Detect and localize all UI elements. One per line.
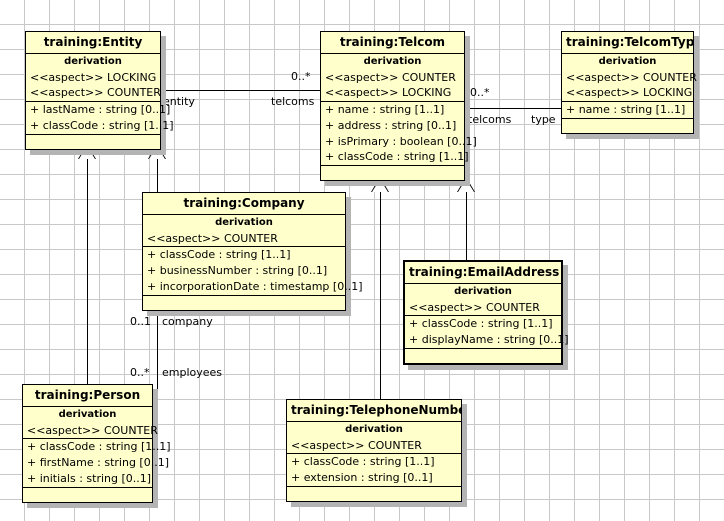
class-derivation-telcomtype: derivation [598,56,657,67]
class-operations-telcom [321,166,464,180]
class-attribute-person-1: + firstName : string [0..1] [27,456,170,469]
class-name-telephonenumber: training:TelephoneNumber [287,400,461,422]
uml-class-entity[interactable]: training:Entity derivation <<aspect>> LO… [25,31,174,150]
class-operations-telephonenumber [287,487,461,501]
class-operations-emailaddress [405,349,561,363]
uml-class-telcomtype[interactable]: training:TelcomType derivation <<aspect>… [561,31,697,134]
class-attribute-telephonenumber-1: + extension : string [0..1] [287,470,461,487]
association-label-type-role: type [531,113,556,126]
association-line-entity-telcom[interactable] [161,90,320,91]
class-name-telcomtype: training:TelcomType [562,32,693,54]
class-attribute-telcom-1: + address : string [0..1] [325,118,457,132]
association-label-company-role: company [162,315,213,328]
class-attribute-telcom-3: + classCode : string [1..1] [321,149,469,166]
association-multiplicity-telcom: 0..* [291,70,311,83]
class-name-entity: training:Entity [26,32,160,54]
association-line-telcom-telcomtype[interactable] [465,108,561,109]
class-aspect-telcomtype-1: <<aspect>> LOCKING [562,85,693,102]
class-attribute-entity-1: + classCode : string [1..1] [26,118,174,135]
class-aspect-person-0: <<aspect>> COUNTER [23,423,158,440]
class-aspect-telcom-1: <<aspect>> LOCKING [321,85,464,102]
class-name-emailaddress: training:EmailAddress [405,262,561,284]
association-multiplicity-employees: 0..* [130,366,150,379]
class-operations-entity [26,135,160,149]
association-label-entity-role: entity [163,95,195,108]
class-attribute-company-0: + classCode : string [1..1] [147,248,291,262]
class-aspect-telcomtype-0: <<aspect>> COUNTER [566,70,697,84]
association-multiplicity-telcomtype: 0..* [470,86,490,99]
uml-class-telephonenumber[interactable]: training:TelephoneNumber derivation <<as… [286,399,462,502]
class-attribute-telcom-2: + isPrimary : boolean [0..1] [325,134,477,148]
class-derivation-company: derivation [215,217,273,228]
class-attribute-emailaddress-0: + classCode : string [1..1] [409,317,553,331]
generalization-line-company-entity[interactable] [157,158,158,194]
class-derivation-telephonenumber: derivation [345,424,403,435]
uml-class-person[interactable]: training:Person derivation <<aspect>> CO… [22,384,171,503]
class-aspect-entity-1: <<aspect>> COUNTER [26,85,161,102]
class-attribute-person-0: + classCode : string [1..1] [27,440,171,454]
class-operations-telcomtype [562,119,693,133]
class-aspect-telcom-0: <<aspect>> COUNTER [325,70,456,84]
generalization-line-telephonenumber-telcom[interactable] [380,191,381,401]
class-name-telcom: training:Telcom [321,32,464,54]
class-attribute-company-1: + businessNumber : string [0..1] [147,264,328,277]
association-label-telcoms-role-right: telcoms [468,113,512,126]
class-derivation-person: derivation [58,409,117,420]
class-aspect-telephonenumber-0: <<aspect>> COUNTER [287,438,461,455]
class-operations-person [23,488,152,502]
association-label-employees-role: employees [162,366,223,379]
generalization-line-emailaddress-telcom[interactable] [466,191,467,262]
class-attribute-person-2: + initials : string [0..1] [23,471,152,488]
uml-class-company[interactable]: training:Company derivation <<aspect>> C… [142,192,362,311]
generalization-arrow-fill-emailaddress-telcom [458,179,474,192]
class-aspect-entity-0: <<aspect>> LOCKING [30,70,157,84]
class-name-person: training:Person [23,385,152,407]
class-derivation-telcom: derivation [363,56,422,67]
class-aspect-company-0: <<aspect>> COUNTER [143,231,345,248]
class-derivation-emailaddress: derivation [454,286,512,297]
class-operations-company [143,296,345,310]
uml-class-telcom[interactable]: training:Telcom derivation <<aspect>> CO… [320,31,477,181]
uml-class-emailaddress[interactable]: training:EmailAddress derivation <<aspec… [403,260,569,365]
association-line-company-person[interactable] [157,303,158,389]
class-attribute-telcom-0: + name : string [1..1] [325,103,445,116]
class-attribute-entity-0: + lastName : string [0..1] [30,103,171,116]
class-attribute-company-2: + incorporationDate : timestamp [0..1] [143,279,362,296]
class-attribute-telephonenumber-0: + classCode : string [1..1] [291,455,435,469]
association-multiplicity-company: 0..1 [130,315,151,328]
class-derivation-entity: derivation [64,56,122,67]
association-label-telcoms-role-left: telcoms [271,95,315,108]
class-attribute-emailaddress-1: + displayName : string [0..1] [405,332,569,349]
generalization-arrow-fill-telephonenumber-telcom [372,179,388,192]
generalization-line-person-entity[interactable] [87,158,88,386]
class-name-company: training:Company [143,193,345,215]
class-attribute-telcomtype-0: + name : string [1..1] [562,102,693,119]
class-aspect-emailaddress-0: <<aspect>> COUNTER [405,300,561,317]
